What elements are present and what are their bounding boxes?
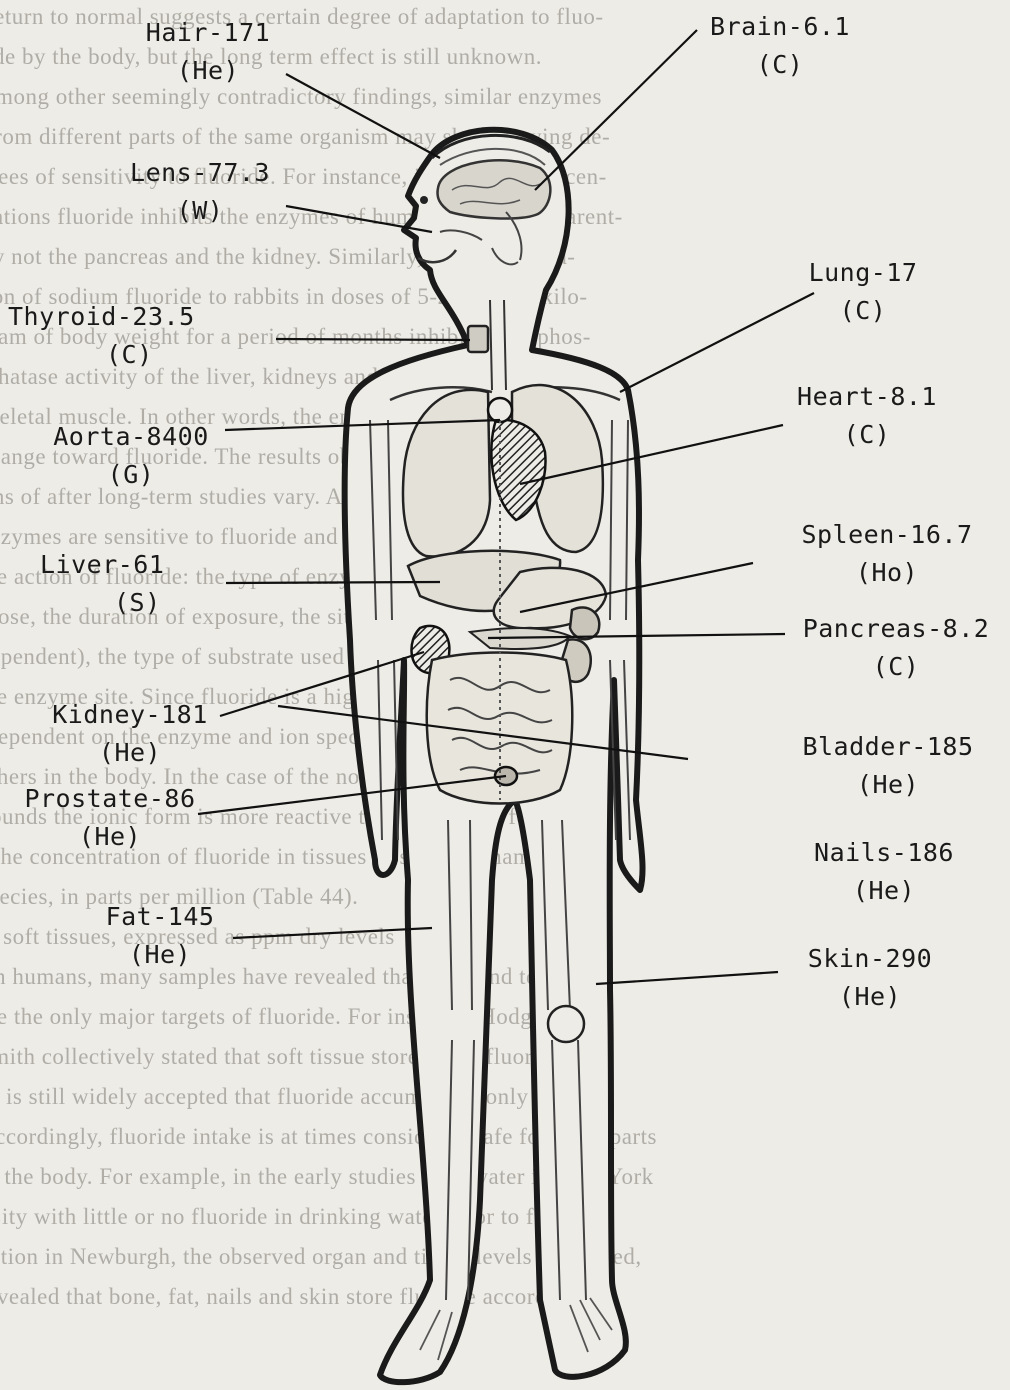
spleen: [570, 607, 599, 639]
thyroid: [468, 326, 488, 352]
label-skin: Skin-290(He): [790, 940, 950, 1016]
label-spleen: Spleen-16.7(Ho): [784, 516, 990, 592]
label-thyroid: Thyroid-23.5(C): [8, 298, 228, 374]
aorta: [488, 398, 512, 422]
label-kidney: Kidney-181(He): [30, 696, 230, 772]
knee-cap: [548, 1006, 584, 1042]
label-bladder: Bladder-185(He): [788, 728, 988, 804]
label-fat: Fat-145(He): [82, 898, 238, 974]
label-hair: Hair-171(He): [128, 14, 288, 90]
label-brain: Brain-6.1(C): [690, 8, 870, 84]
label-liver: Liver-61(S): [40, 546, 226, 622]
label-nails: Nails-186(He): [794, 834, 974, 910]
label-aorta: Aorta-8400(G): [36, 418, 226, 494]
label-heart: Heart-8.1(C): [782, 378, 952, 454]
label-pancreas: Pancreas-8.2(C): [786, 610, 1006, 686]
label-lens: Lens-77.3(W): [112, 154, 288, 230]
label-lung: Lung-17(C): [788, 254, 938, 330]
label-prostate: Prostate-86(He): [10, 780, 210, 856]
